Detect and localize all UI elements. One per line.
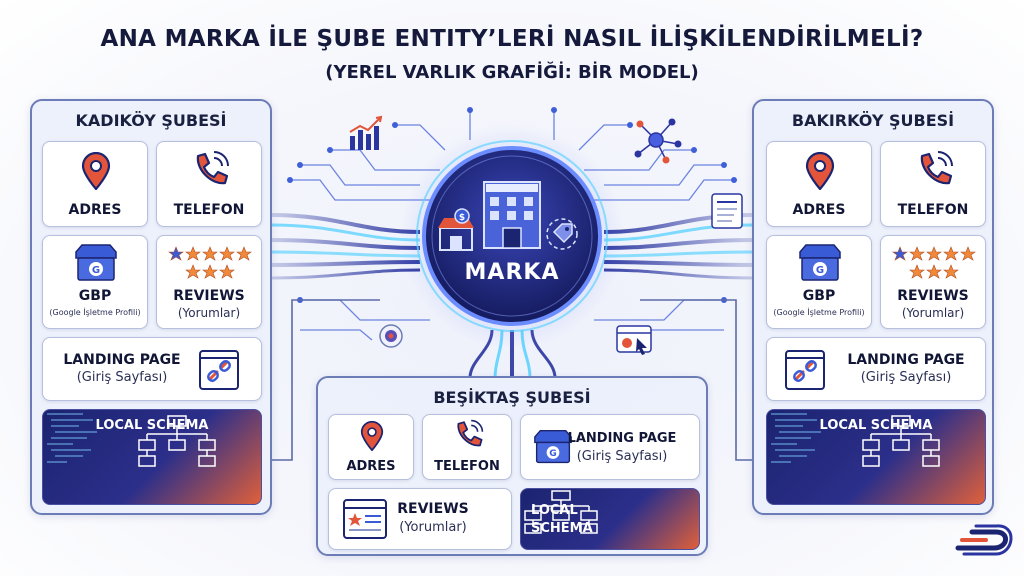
- branch-title: BAKIRKÖY ŞUBESİ: [791, 111, 955, 130]
- stars-icon: [892, 246, 976, 279]
- phone-icon: [457, 419, 484, 447]
- adres-label: ADRES: [346, 459, 396, 474]
- building-icon: [483, 181, 541, 249]
- bar-chart-icon: [349, 115, 383, 150]
- local-schema-label: LOCAL SCHEMA: [95, 418, 209, 433]
- gbp-store-icon: G: [799, 244, 841, 281]
- telefon-card: TELEFON: [422, 414, 512, 480]
- gbp-label: GBP: [78, 288, 112, 304]
- browser-click-icon: [616, 325, 652, 355]
- page-subtitle: (YEREL VARLIK GRAFİĞİ: BİR MODEL): [325, 62, 699, 83]
- shop-icon: $: [438, 208, 474, 251]
- reviews-sublabel: (Yorumlar): [901, 306, 965, 320]
- reviews-card: REVIEWS (Yorumlar): [156, 235, 262, 329]
- schema-tree-icon: [524, 490, 598, 534]
- reviews-label: REVIEWS: [173, 288, 245, 304]
- landing-card: G LANDING PAGE (Giriş Sayfası): [520, 414, 700, 480]
- reviews-sublabel: (Yorumlar): [399, 520, 467, 535]
- page-title: ANA MARKA İLE ŞUBE ENTITY’LERİ NASIL İLİ…: [100, 26, 924, 52]
- landing-label: LANDING PAGE: [847, 352, 965, 368]
- local-schema-label: LOCAL SCHEMA: [819, 418, 933, 433]
- branch-bakirkoy: BAKIRKÖY ŞUBESİ ADRES TELEFON G GBP (Goo…: [752, 99, 994, 515]
- branch-besiktas: BEŞİKTAŞ ŞUBESİ ADRES TELEFON G LANDING …: [316, 376, 708, 556]
- local-schema-card: LOCAL SCHEMA: [520, 488, 700, 550]
- schema-tree-icon: [47, 413, 216, 467]
- marka-label: MARKA: [464, 260, 560, 285]
- tag-icon: [546, 218, 578, 250]
- gbp-label: GBP: [802, 288, 836, 304]
- gbp-sublabel: (Google İşletme Profili): [773, 308, 865, 317]
- reviews-label: REVIEWS: [397, 501, 469, 517]
- local-schema-card: LOCAL SCHEMA: [766, 409, 986, 505]
- branch-title: KADIKÖY ŞUBESİ: [75, 111, 227, 130]
- network-icon: [634, 118, 682, 164]
- landing-sublabel: (Giriş Sayfası): [576, 449, 668, 464]
- map-pin-icon: [360, 421, 384, 451]
- circuit-lines: [290, 110, 734, 341]
- adres-card: ADRES: [328, 414, 414, 480]
- branch-connectors: [272, 299, 752, 461]
- svg-text:G: G: [92, 265, 100, 276]
- link-icon: [785, 350, 825, 390]
- telefon-label: TELEFON: [897, 202, 969, 218]
- link-icon: [199, 350, 239, 390]
- phone-icon: [196, 151, 229, 185]
- telefon-label: TELEFON: [173, 202, 245, 218]
- schema-tree-icon: [771, 413, 940, 467]
- telefon-label: TELEFON: [434, 459, 500, 474]
- landing-label: LANDING PAGE: [567, 431, 677, 446]
- adres-label: ADRES: [792, 202, 846, 218]
- gbp-store-icon: G: [534, 429, 572, 464]
- local-schema-label-line2: SCHEMA: [531, 521, 593, 536]
- reviews-card: REVIEWS (Yorumlar): [328, 488, 512, 550]
- review-doc-icon: [343, 499, 387, 539]
- adres-label: ADRES: [68, 202, 122, 218]
- adres-card: ADRES: [766, 141, 872, 227]
- local-schema-card: LOCAL SCHEMA: [42, 409, 262, 505]
- reviews-card: REVIEWS (Yorumlar): [880, 235, 986, 329]
- phone-icon: [920, 151, 953, 185]
- stars-icon: [168, 246, 252, 279]
- reviews-label: REVIEWS: [897, 288, 969, 304]
- telefon-card: TELEFON: [156, 141, 262, 227]
- telefon-card: TELEFON: [880, 141, 986, 227]
- adres-card: ADRES: [42, 141, 148, 227]
- target-icon: [379, 324, 403, 348]
- gbp-sublabel: (Google İşletme Profili): [49, 308, 141, 317]
- logo-icon: [955, 524, 1013, 556]
- branch-title: BEŞİKTAŞ ŞUBESİ: [433, 388, 591, 407]
- map-pin-icon: [805, 152, 835, 190]
- landing-sublabel: (Giriş Sayfası): [76, 370, 168, 385]
- document-icon: [711, 193, 743, 229]
- landing-label: LANDING PAGE: [63, 352, 181, 368]
- gbp-card: G GBP (Google İşletme Profili): [42, 235, 148, 329]
- local-schema-label-line1: LOCAL: [531, 503, 578, 518]
- reviews-sublabel: (Yorumlar): [177, 306, 241, 320]
- landing-card: LANDING PAGE (Giriş Sayfası): [42, 337, 262, 401]
- gbp-store-icon: G: [75, 244, 117, 281]
- flow-band-left: [269, 213, 421, 280]
- gbp-card: G GBP (Google İşletme Profili): [766, 235, 872, 329]
- branch-kadikoy: KADIKÖY ŞUBESİ ADRES TELEFON G GBP (Goog…: [30, 99, 272, 515]
- svg-text:G: G: [816, 265, 824, 276]
- map-pin-icon: [81, 152, 111, 190]
- landing-sublabel: (Giriş Sayfası): [860, 370, 952, 385]
- svg-text:G: G: [549, 449, 556, 459]
- svg-text:$: $: [459, 213, 465, 223]
- landing-card: LANDING PAGE (Giriş Sayfası): [766, 337, 986, 401]
